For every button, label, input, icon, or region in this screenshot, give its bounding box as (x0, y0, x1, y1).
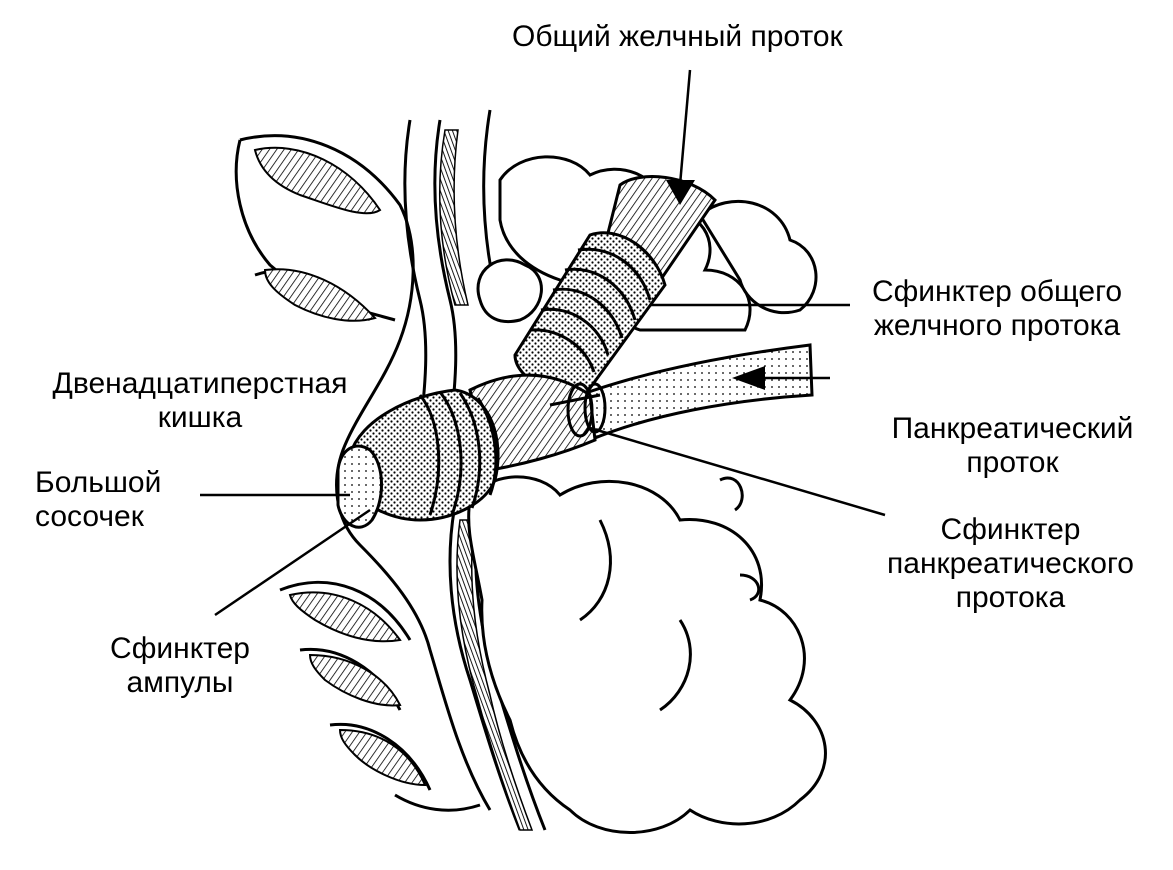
pancreatic-sphincter (549, 382, 607, 438)
muscle-layer-lower (456, 519, 534, 831)
bile-duct-arrow-icon (666, 180, 695, 205)
label-bile-duct-sphincter: Сфинктер общего желчного протока (871, 275, 1123, 342)
label-pancreatic-sphincter: Сфинктер панкреатического протока (887, 513, 1134, 614)
bile-duct-sphincter (513, 231, 667, 398)
label-duodenum: Двенадцатиперстная кишка (52, 367, 348, 434)
label-major-papilla: Большой сосочек (35, 466, 162, 533)
ampulla-sphincter (348, 388, 500, 522)
label-common-bile-duct: Общий желчный проток (512, 20, 843, 53)
label-ampulla-sphincter: Сфинктер ампулы (110, 632, 250, 699)
leader-lines (200, 69, 886, 617)
duodenum-folds (253, 146, 427, 787)
label-pancreatic-duct: Панкреатический проток (891, 412, 1134, 479)
major-papilla (336, 444, 383, 529)
pancreatic-duct-arrow-icon (732, 366, 765, 390)
pancreas-lobules (467, 155, 827, 834)
pancreatic-duct (578, 343, 814, 443)
muscle-layer-upper (439, 129, 469, 306)
